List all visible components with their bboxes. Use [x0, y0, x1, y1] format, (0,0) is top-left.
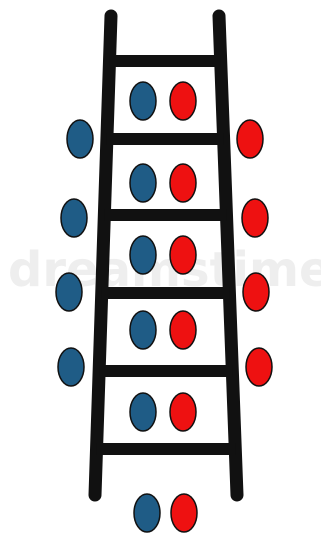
dot-red-between-rung-2	[170, 164, 196, 202]
dot-red-below-ladder	[171, 494, 197, 532]
ladder-right-rail	[219, 16, 237, 495]
dot-blue-left-3	[56, 273, 82, 311]
dot-blue-left-2	[61, 199, 87, 237]
dot-red-right-3	[243, 273, 269, 311]
dot-red-right-1	[237, 120, 263, 158]
dot-red-between-rung-5	[170, 393, 196, 431]
dot-blue-between-rung-3	[130, 236, 156, 274]
dot-red-between-rung-3	[170, 236, 196, 274]
dot-blue-between-rung-4	[130, 311, 156, 349]
dot-blue-below-ladder	[134, 494, 160, 532]
dot-red-right-2	[242, 199, 268, 237]
dot-blue-left-4	[58, 348, 84, 386]
dot-red-between-rung-1	[170, 82, 196, 120]
dot-blue-between-rung-2	[130, 164, 156, 202]
dot-blue-between-rung-1	[130, 82, 156, 120]
dot-blue-left-1	[67, 120, 93, 158]
dot-red-between-rung-4	[170, 311, 196, 349]
dot-blue-between-rung-5	[130, 393, 156, 431]
dot-red-right-4	[246, 348, 272, 386]
ladder-left-rail	[95, 16, 111, 495]
